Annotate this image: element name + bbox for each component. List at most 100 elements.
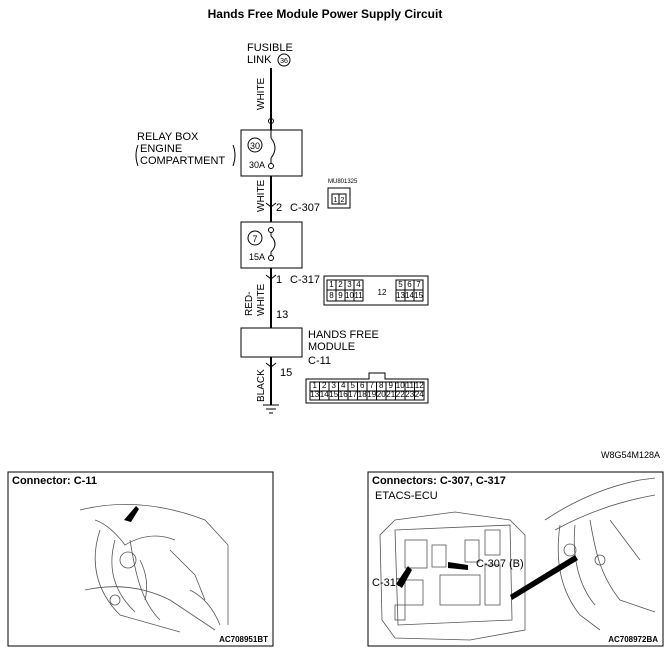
- c11-pin-3-label: 3: [332, 381, 337, 390]
- fuse-30-rating: 30A: [249, 160, 265, 170]
- module-pin-in: 13: [276, 309, 288, 321]
- c317-pin-15-label: 15: [414, 291, 423, 300]
- fuse-7-contact-top: [268, 227, 274, 233]
- module-label-2: MODULE: [308, 341, 355, 353]
- c11-pin-9-label: 9: [389, 381, 394, 390]
- c317-pin-4-label: 4: [356, 280, 361, 289]
- c307-code: MU801325: [328, 179, 358, 185]
- wire-color-red: RED-: [244, 292, 255, 316]
- panel-connectors-c307-c317: [367, 471, 664, 647]
- c11-pin-1-label: 1: [313, 381, 318, 390]
- hands-free-module-box: [240, 327, 303, 358]
- c11-face: [305, 372, 429, 404]
- c317-pin-13-label: 13: [396, 291, 405, 300]
- fuse-30-element: [270, 137, 276, 159]
- relay-box-label-3: COMPARTMENT: [140, 155, 225, 167]
- c11-pin-12-label: 12: [415, 381, 424, 390]
- c11-pin-5-label: 5: [351, 381, 356, 390]
- figure-code: W8G54M128A: [601, 450, 660, 460]
- c317-pin-12-label: 12: [378, 288, 387, 297]
- c11-pin-23-label: 23: [405, 390, 414, 399]
- c317-pin-11-cell: [353, 289, 364, 302]
- c11-pin-17-label: 17: [348, 390, 357, 399]
- panel-right-code: AC708972BA: [608, 635, 658, 644]
- c307-pin: 2: [276, 202, 282, 214]
- wire-color-white-3: WHITE: [256, 283, 267, 316]
- c11-pin-16-label: 16: [339, 390, 348, 399]
- panel-connector-c11: [7, 471, 274, 647]
- module-pin-out: 15: [280, 367, 292, 379]
- c317-pin-7-label: 7: [416, 280, 421, 289]
- c317-pin-9-label: 9: [338, 291, 343, 300]
- c317-pin-11-label: 11: [354, 291, 363, 300]
- c317-pin-10-label: 10: [345, 291, 354, 300]
- c307-pin-1: 1: [334, 197, 338, 204]
- fusible-link-label-2: LINK: [247, 54, 272, 66]
- etacs-ecu-sketch: [379, 511, 526, 641]
- fuse-30-number: 30: [250, 141, 260, 151]
- relay-box-paren-right: [232, 144, 236, 167]
- c317-pin-14-label: 14: [405, 291, 414, 300]
- fuse-7-circle: [247, 230, 263, 246]
- c317-pin: 1: [276, 274, 282, 286]
- fusible-link-number: 36: [280, 58, 288, 65]
- c11-pin-22-label: 22: [396, 390, 405, 399]
- wire-color-white-2: WHITE: [256, 179, 267, 212]
- relay-box-label-1: RELAY BOX: [137, 131, 199, 143]
- c11-pin-11-label: 11: [406, 381, 415, 390]
- c11-pin-14-label: 14: [320, 390, 329, 399]
- c307-cell-2: [338, 193, 347, 205]
- c11-pin-24-cell: [414, 390, 425, 401]
- dashboard-sketch-right: [510, 477, 656, 631]
- panel-right-title: Connectors: C-307, C-317: [372, 475, 506, 487]
- fuse-30-contact-bottom: [268, 163, 274, 169]
- fusible-link-label-1: FUSIBLE: [247, 42, 293, 54]
- c11-label: C-11: [308, 355, 331, 367]
- fuse-7-number: 7: [252, 234, 257, 244]
- c317-pin-8-label: 8: [329, 291, 334, 300]
- c317-chevron: [265, 274, 277, 280]
- c307-face: [327, 187, 351, 209]
- c317-pin-6-label: 6: [407, 280, 412, 289]
- c317-pin-15-cell: [413, 289, 424, 302]
- c11-pin-2-label: 2: [322, 381, 327, 390]
- c11-pin-4-label: 4: [341, 381, 346, 390]
- panel-right-subtitle: ETACS-ECU: [375, 490, 438, 502]
- c307-pin-2: 2: [341, 197, 345, 204]
- panel-left-title: Connector: C-11: [12, 475, 97, 487]
- c11-pin-15-label: 15: [329, 390, 338, 399]
- c317-label: C-317: [290, 274, 320, 286]
- c11-pin-8-label: 8: [379, 381, 384, 390]
- fusible-link-circle: [277, 53, 291, 67]
- c317-pin-2-label: 2: [338, 280, 343, 289]
- dashboard-sketch-left: [79, 504, 229, 633]
- fuse-30-circle: [247, 137, 263, 153]
- module-label-1: HANDS FREE: [308, 329, 379, 341]
- c11-pin-19-label: 19: [367, 390, 376, 399]
- c11-chevron: [265, 362, 277, 368]
- c11-pin-18-label: 18: [358, 390, 367, 399]
- c11-pin-24-label: 24: [415, 390, 424, 399]
- c317-pin-1-label: 1: [329, 280, 334, 289]
- wire-color-white-1: WHITE: [256, 77, 267, 110]
- relay-box-paren-left: [135, 144, 139, 167]
- label-c317: C-317: [372, 577, 402, 589]
- fuse-7-rating: 15A: [249, 252, 265, 262]
- c11-pin-13-label: 13: [310, 390, 319, 399]
- c307-chevron: [265, 202, 277, 208]
- c317-pin-3-label: 3: [347, 280, 352, 289]
- wire-color-black: BLACK: [256, 369, 267, 402]
- panel-left-code: AC708951BT: [219, 635, 268, 644]
- label-c307b: C-307 (B): [476, 558, 524, 570]
- page-title: Hands Free Module Power Supply Circuit: [208, 7, 443, 21]
- c11-pin-21-label: 21: [386, 390, 395, 399]
- relay-box-label-2: ENGINE: [140, 143, 182, 155]
- fuse-7-box: [240, 221, 303, 269]
- c11-pin-20-label: 20: [377, 390, 386, 399]
- c317-pin-5-label: 5: [398, 280, 403, 289]
- c307-label: C-307: [290, 202, 320, 214]
